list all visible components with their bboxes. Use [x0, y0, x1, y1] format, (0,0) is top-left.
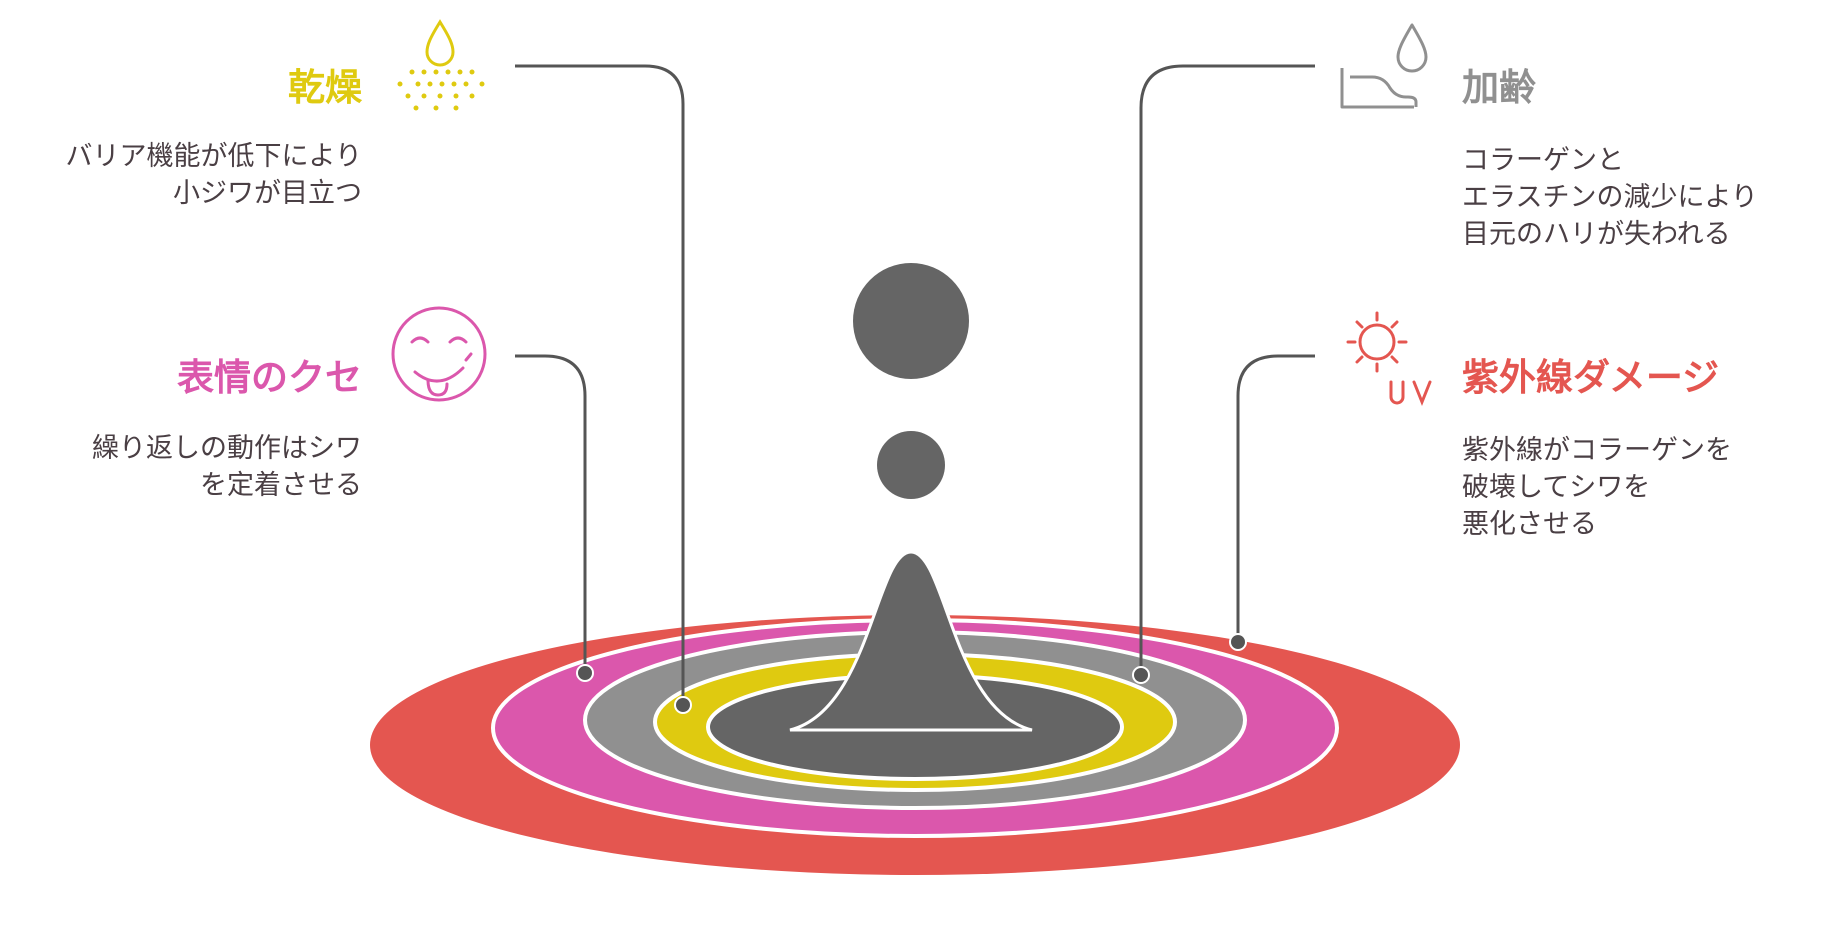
leader-dot-uv	[1229, 633, 1247, 651]
water-spray-icon	[397, 19, 485, 111]
droplet-large	[853, 263, 969, 379]
factor-desc-expression: 繰り返しの動作はシワ を定着させる	[92, 430, 362, 504]
factor-desc-uv: 紫外線がコラーゲンを 破壊してシワを 悪化させる	[1462, 432, 1732, 543]
hand-drop-icon	[1340, 23, 1428, 109]
factor-title-uv: 紫外線ダメージ	[1462, 356, 1720, 399]
sun-uv-icon	[1346, 311, 1432, 407]
droplet-small	[877, 431, 945, 499]
factor-desc-aging: コラーゲンと エラスチンの減少により 目元のハリが失われる	[1462, 142, 1758, 253]
leader-line-uv	[1236, 354, 1315, 642]
splash-peak	[789, 550, 1033, 732]
desc-line: 紫外線がコラーゲンを	[1462, 435, 1732, 466]
leader-dot-dryness	[674, 696, 692, 714]
desc-line: 目元のハリが失われる	[1462, 219, 1731, 250]
leader-line-dryness	[515, 64, 685, 705]
leader-dot-aging	[1132, 666, 1150, 684]
desc-line: バリア機能が低下により	[65, 141, 362, 172]
leader-line-expression	[515, 354, 587, 673]
desc-line: 小ジワが目立つ	[173, 178, 362, 209]
factor-title-expression: 表情のクセ	[177, 356, 362, 399]
factor-desc-dryness: バリア機能が低下により 小ジワが目立つ	[66, 138, 362, 212]
desc-line: 破壊してシワを	[1462, 472, 1651, 503]
desc-line: を定着させる	[200, 470, 362, 501]
leader-line-aging	[1139, 64, 1315, 675]
desc-line: 悪化させる	[1462, 509, 1597, 540]
ripple-rings	[370, 615, 1460, 875]
desc-line: コラーゲンと	[1462, 145, 1624, 176]
smiling-face-icon	[391, 306, 487, 402]
factor-title-dryness: 乾燥	[288, 66, 362, 109]
desc-line: エラスチンの減少により	[1462, 182, 1758, 213]
factor-title-aging: 加齢	[1462, 66, 1536, 109]
leader-dot-expression	[576, 664, 594, 682]
desc-line: 繰り返しの動作はシワ	[92, 433, 362, 464]
